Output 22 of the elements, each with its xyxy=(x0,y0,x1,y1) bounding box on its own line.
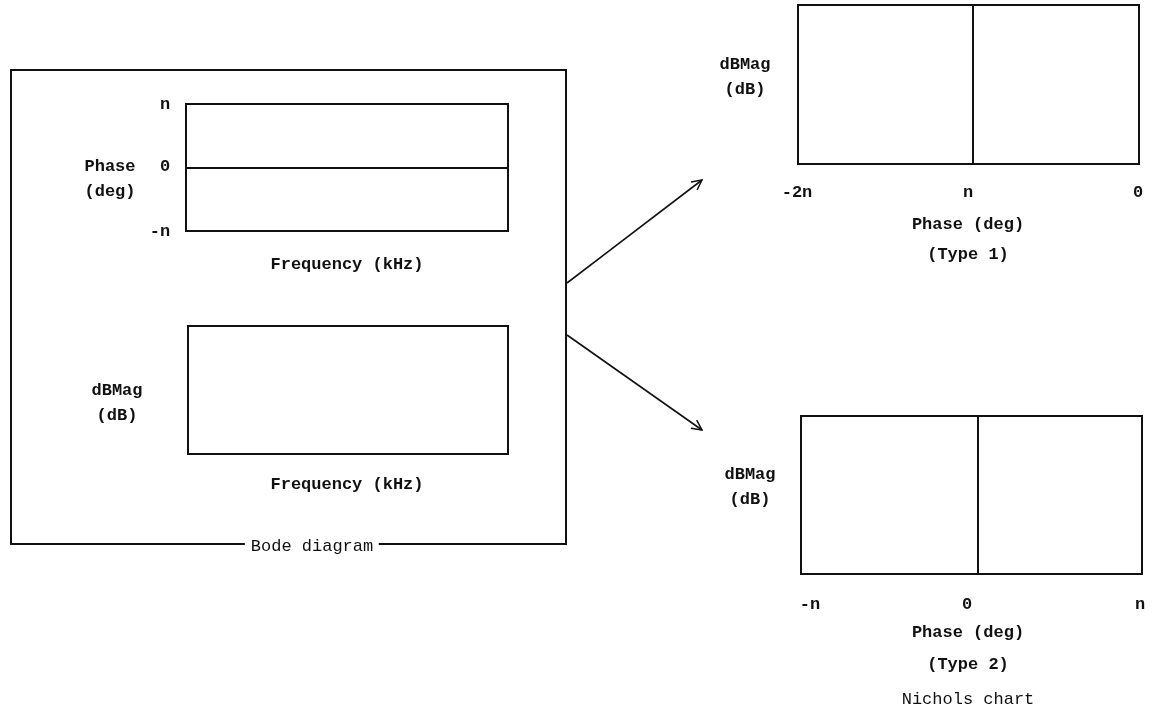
tick-label: n xyxy=(962,181,974,204)
chart-caption: Nichols chart xyxy=(901,688,1035,711)
axis-title: Phase (deg) xyxy=(83,156,137,203)
arrow xyxy=(566,179,703,284)
tick-label: n xyxy=(1134,593,1146,616)
tick-label: 0 xyxy=(159,155,171,178)
tick-label: n xyxy=(159,93,171,116)
axis-title: dBMag (dB) xyxy=(718,54,772,101)
tick-label: -n xyxy=(149,220,171,243)
tick-label: 0 xyxy=(1132,181,1144,204)
tick-label: -n xyxy=(799,593,821,616)
axis-title: dBMag (dB) xyxy=(723,464,777,511)
axis-title: dBMag (dB) xyxy=(90,380,144,427)
arrow xyxy=(566,334,703,431)
axis-title: Phase (deg) xyxy=(911,213,1025,236)
chart-type-label: (Type 2) xyxy=(927,653,1009,676)
axis-title: Frequency (kHz) xyxy=(270,253,424,276)
tick-label: -2n xyxy=(781,181,813,204)
chart-type-label: (Type 1) xyxy=(927,243,1009,266)
tick-label: 0 xyxy=(961,593,973,616)
axis-title: Frequency (kHz) xyxy=(270,473,424,496)
axis-title: Phase (deg) xyxy=(911,621,1025,644)
